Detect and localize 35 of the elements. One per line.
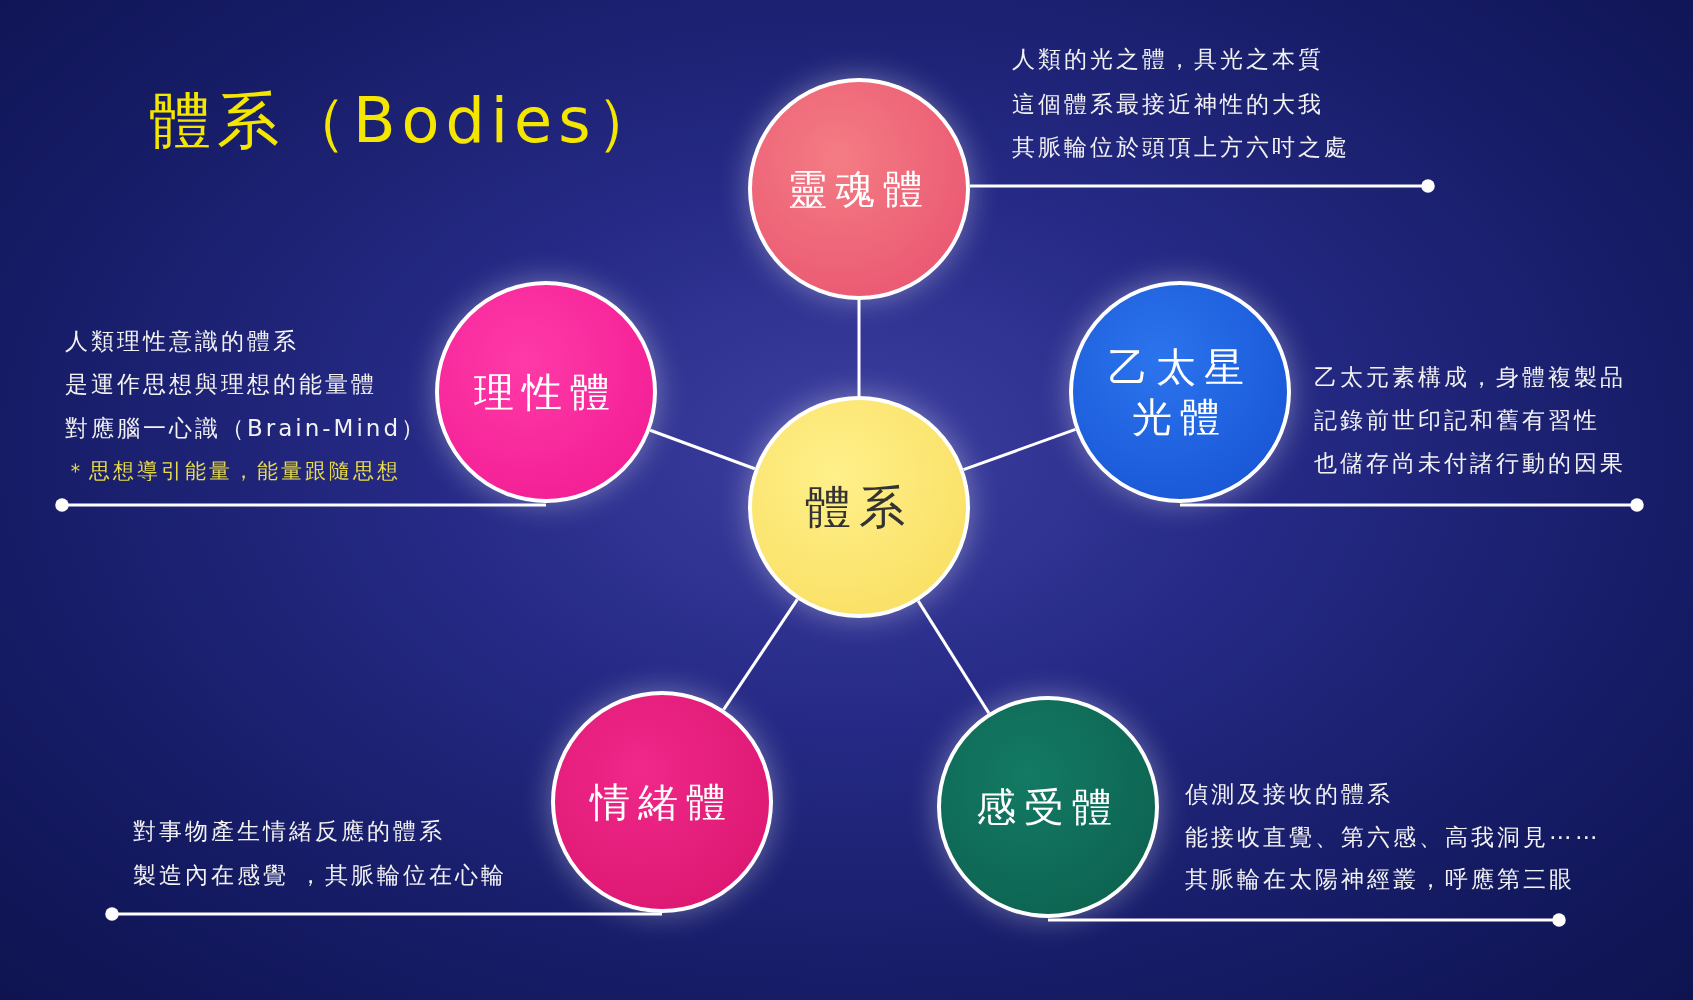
description-text: 是運作思想與理想的能量體 xyxy=(65,370,377,398)
description-text: 其脈輪在太陽神經叢，呼應第三眼 xyxy=(1185,865,1575,893)
description-text: 製造內在感覺 ，其脈輪位在心輪 xyxy=(133,861,508,889)
circle-label: 體系 xyxy=(805,482,913,532)
note-text: ＊思想導引能量，能量跟隨思想 xyxy=(65,458,401,485)
leader-line xyxy=(969,179,1435,193)
title: 體系（Bodies） xyxy=(149,86,665,156)
description-text: 這個體系最接近神性的大我 xyxy=(1012,90,1324,118)
body-circle xyxy=(435,281,657,503)
leader-line xyxy=(1048,913,1566,927)
description-text: 人類的光之體，具光之本質 xyxy=(1012,45,1324,73)
connector-line xyxy=(722,598,799,711)
description-text: 也儲存尚未付諸行動的因果 xyxy=(1314,449,1626,477)
body-circle xyxy=(937,696,1159,918)
description-text: 記錄前世印記和舊有習性 xyxy=(1314,406,1600,434)
leader-line xyxy=(1180,498,1644,512)
connector-line xyxy=(649,428,756,471)
description-text: 乙太元素構成，身體複製品 xyxy=(1314,363,1626,391)
leader-line xyxy=(55,498,546,512)
connector-line xyxy=(963,428,1076,471)
description-text: 對應腦一心識（Brain-Mind） xyxy=(65,414,427,442)
body-circle xyxy=(551,691,773,913)
circle-label: 情緒體 xyxy=(590,778,734,827)
circle-label: 靈魂體 xyxy=(787,165,931,214)
description-text: 能接收直覺、第六感、高我洞見⋯⋯ xyxy=(1185,823,1601,851)
description-text: 人類理性意識的體系 xyxy=(65,327,299,355)
circle-label: 理性體 xyxy=(474,368,618,417)
circle-label: 乙太星光體 xyxy=(1107,343,1253,442)
leader-line xyxy=(105,907,662,921)
description-text: 對事物產生情緒反應的體系 xyxy=(133,817,445,845)
description-text: 其脈輪位於頭頂上方六吋之處 xyxy=(1012,133,1350,161)
connector-line xyxy=(916,600,991,714)
connector-line xyxy=(857,300,861,396)
circle-label: 感受體 xyxy=(976,783,1120,832)
description-text: 偵測及接收的體系 xyxy=(1185,780,1393,808)
